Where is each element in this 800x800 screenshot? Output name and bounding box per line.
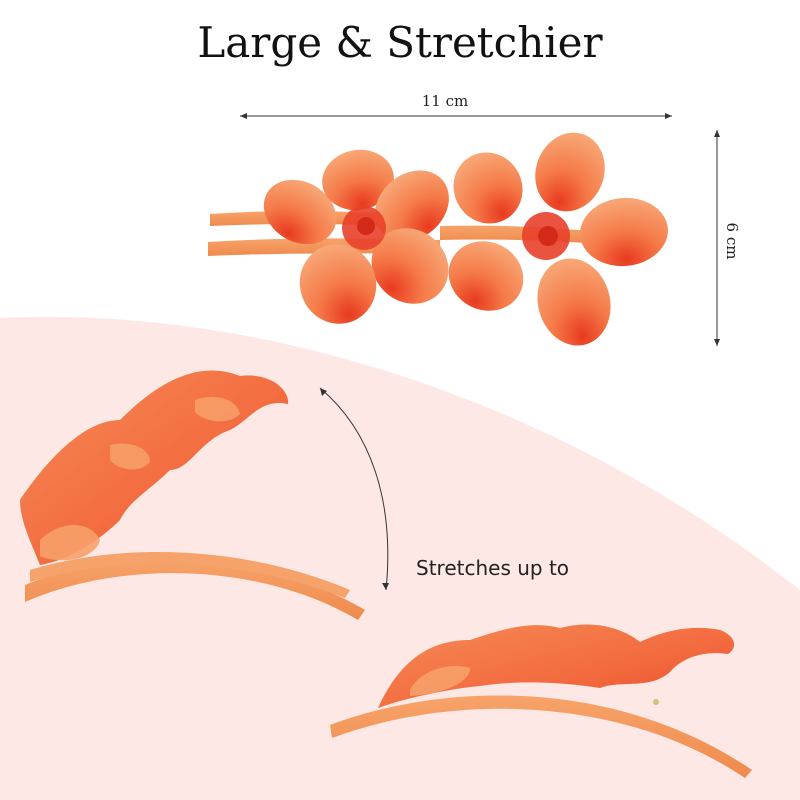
stretch-label: Stretches up to bbox=[416, 556, 570, 580]
flower-clip-top bbox=[208, 132, 668, 346]
stretch-arrow bbox=[319, 387, 389, 591]
right-flower bbox=[448, 132, 668, 346]
height-arrow bbox=[714, 130, 720, 346]
width-label: 11 cm bbox=[421, 92, 469, 110]
height-label: 6 cm bbox=[723, 222, 741, 260]
flower-clip-closed bbox=[330, 624, 752, 778]
flower-clip-stretched bbox=[20, 370, 365, 620]
left-flower bbox=[263, 149, 449, 324]
page-title: Large & Stretchier bbox=[197, 18, 603, 67]
width-arrow bbox=[240, 113, 672, 119]
